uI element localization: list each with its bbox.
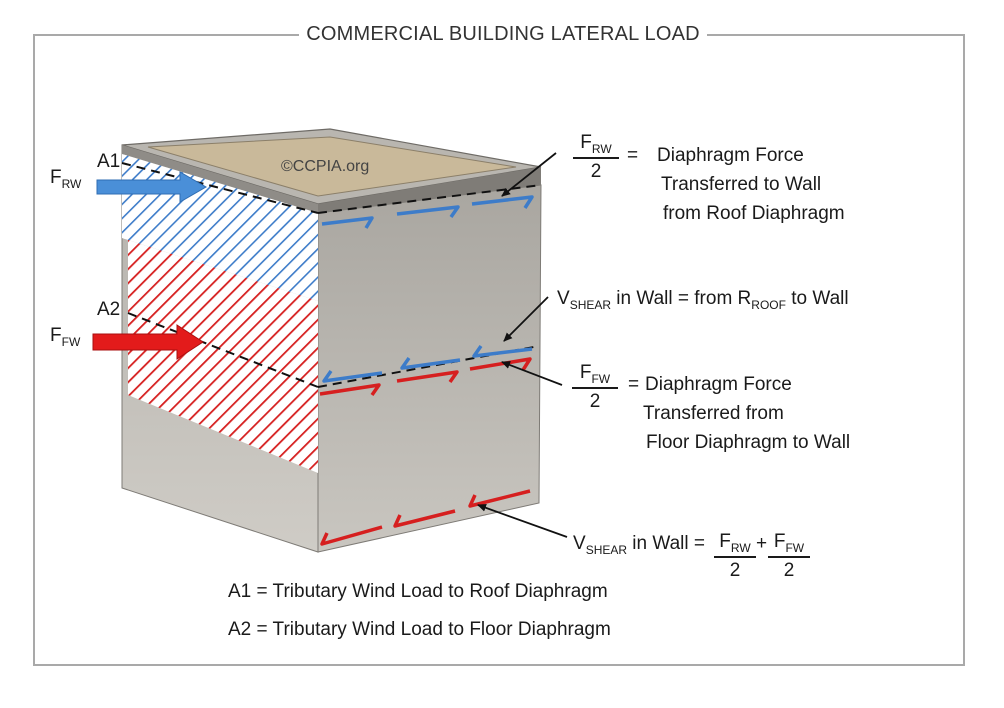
- roof-shear-arrows: [321, 195, 534, 229]
- area-a2-hatch: [122, 238, 318, 473]
- diagram-title: COMMERCIAL BUILDING LATERAL LOAD: [299, 20, 707, 48]
- roof-fraction-denominator: 2: [590, 161, 602, 182]
- area-a2-label: A2: [97, 299, 121, 320]
- floor-desc-line3: Floor Diaphragm to Wall: [646, 432, 851, 453]
- roof-edge-front: [122, 145, 318, 213]
- force-floor-symbol: F: [50, 325, 62, 346]
- leader-roof-diaphragm: [501, 152, 557, 197]
- vshear-term2-fraction: FFW 2: [768, 531, 810, 582]
- force-arrow-roof: [96, 171, 208, 203]
- force-roof-label: FRW: [50, 167, 82, 191]
- vshear-roof-label: VSHEAR in Wall = from RROOF to Wall: [557, 288, 849, 312]
- force-floor-subscript: FW: [61, 335, 81, 349]
- legend-a1: A1 = Tributary Wind Load to Roof Diaphra…: [228, 581, 608, 602]
- roof-fraction: FRW 2: [573, 132, 619, 183]
- vshear-plus: +: [756, 533, 768, 554]
- floor-fraction-numerator: FFW: [572, 362, 618, 389]
- roof-desc-line3: from Roof Diaphragm: [663, 203, 845, 224]
- force-roof-symbol: F: [50, 167, 62, 188]
- floor-shear-arrows-red: [319, 357, 532, 397]
- legend-a2: A2 = Tributary Wind Load to Floor Diaphr…: [228, 619, 611, 640]
- roof-top: [147, 136, 517, 197]
- leader-floor-diaphragm: [501, 361, 563, 386]
- watermark: ©CCPIA.org: [281, 158, 370, 175]
- force-arrow-floor: [92, 324, 204, 360]
- floor-shear-arrows-blue: [322, 344, 533, 383]
- vshear-term1-fraction: FRW 2: [714, 531, 756, 582]
- force-roof-subscript: RW: [61, 177, 82, 191]
- roof-equals: =: [627, 145, 639, 166]
- a2-dashed-line: [127, 312, 319, 388]
- roof-desc-line2: Transferred to Wall: [661, 174, 822, 195]
- vshear-total-label: VSHEAR in Wall =: [573, 533, 705, 557]
- floor-desc-line2: Transferred from: [643, 403, 784, 424]
- base-shear-arrows: [320, 489, 531, 546]
- roof-fraction-numerator: FRW: [573, 132, 619, 159]
- roof-edge-side: [318, 167, 541, 213]
- a1-dashed-line: [121, 162, 319, 214]
- floor-equals: =: [628, 374, 640, 395]
- floor-desc-line1: Diaphragm Force: [645, 374, 792, 395]
- roof-desc-line1: Diaphragm Force: [657, 145, 804, 166]
- leader-vshear-roof: [503, 296, 549, 342]
- floor-fraction-denominator: 2: [589, 391, 601, 412]
- leader-vshear-total: [477, 503, 568, 538]
- force-floor-label: FFW: [50, 325, 81, 349]
- area-a1-label: A1: [97, 151, 121, 172]
- floor-fraction: FFW 2: [572, 362, 618, 413]
